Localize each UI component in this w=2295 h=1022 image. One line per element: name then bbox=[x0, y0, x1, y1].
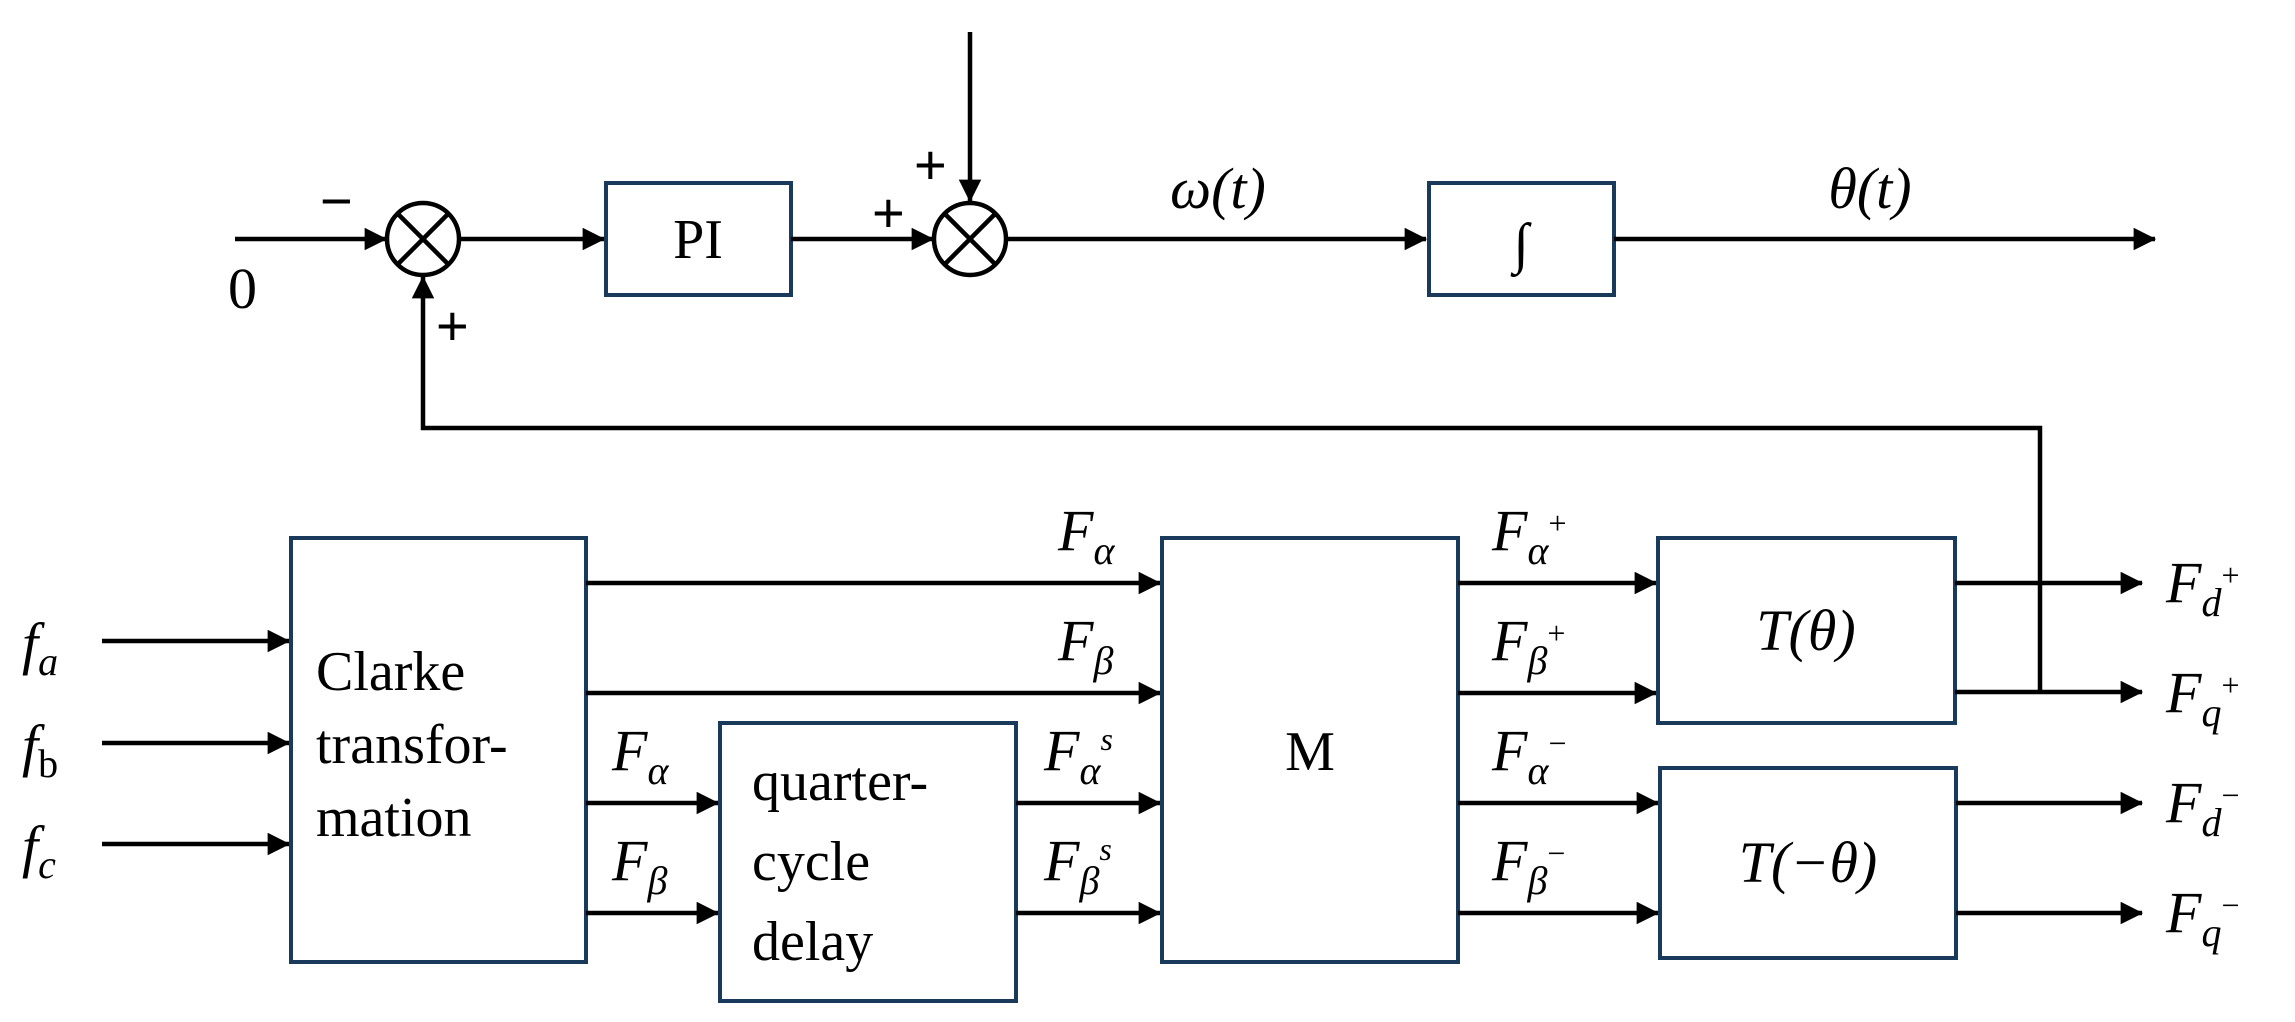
clarke-block bbox=[289, 536, 588, 964]
sign-sum1-bottom: + bbox=[436, 294, 469, 357]
m-matrix: M bbox=[1160, 536, 1460, 964]
sign-sum2-top: + bbox=[914, 133, 947, 196]
label-input-fa: fa bbox=[22, 611, 58, 684]
label-fbeta-delay: Fβ bbox=[611, 828, 667, 903]
summing-junction-2 bbox=[931, 200, 1009, 278]
label-falpha-top: Fα bbox=[1057, 498, 1115, 573]
label-fq-neg: Fq− bbox=[2165, 880, 2239, 955]
t-theta-label: T(θ) bbox=[1756, 598, 1855, 663]
delay-label-line3: delay bbox=[752, 911, 873, 973]
label-theta: θ(t) bbox=[1828, 156, 1911, 221]
delay-label-line1: quarter- bbox=[752, 751, 928, 813]
label-fq-pos: Fq+ bbox=[2165, 660, 2239, 735]
label-falpha-s: Fαs bbox=[1043, 718, 1113, 793]
label-fbeta-neg: Fβ− bbox=[1491, 828, 1565, 903]
label-falpha-pos: Fα+ bbox=[1491, 498, 1566, 573]
label-fbeta-top: Fβ bbox=[1057, 608, 1113, 683]
t-theta-block bbox=[1656, 536, 1957, 725]
label-zero: 0 bbox=[228, 256, 257, 321]
quarter-cycle-delay: quarter- cycle delay bbox=[718, 721, 1018, 1003]
label-omega: ω(t) bbox=[1170, 156, 1266, 221]
label-falpha-neg: Fα− bbox=[1491, 718, 1566, 793]
delay-block bbox=[718, 721, 1018, 1003]
inputs: fa fb fc bbox=[22, 611, 291, 887]
integrator-block bbox=[1427, 181, 1616, 297]
park-transform-negative: T(−θ) bbox=[1658, 766, 1958, 960]
clarke-transformation: Clarke transfor- mation bbox=[289, 536, 588, 964]
label-fd-pos: Fd+ bbox=[2165, 550, 2239, 625]
label-fbeta-s: Fβs bbox=[1043, 828, 1112, 903]
label-fbeta-pos: Fβ+ bbox=[1491, 608, 1565, 683]
m-block bbox=[1160, 536, 1460, 964]
park-transform-positive: T(θ) bbox=[1656, 536, 1957, 725]
label-falpha-delay: Fα bbox=[611, 718, 669, 793]
clarke-label-line3: mation bbox=[316, 787, 472, 849]
clarke-label-line1: Clarke bbox=[316, 641, 465, 703]
label-input-fc: fc bbox=[22, 814, 56, 887]
wire-feedback-fq-pos bbox=[411, 275, 2043, 692]
clarke-label-line2: transfor- bbox=[316, 714, 508, 776]
t-neg-theta-label: T(−θ) bbox=[1739, 830, 1878, 895]
pi-label: PI bbox=[673, 209, 723, 271]
pll-loop: 0 − + PI + + ω(t) ∫ θ(t) bbox=[228, 32, 2157, 692]
pi-block bbox=[604, 181, 793, 297]
summing-junction-1 bbox=[384, 200, 462, 278]
label-input-fb: fb bbox=[22, 713, 58, 786]
sign-sum1-left: − bbox=[320, 169, 353, 232]
t-neg-theta-block bbox=[1658, 766, 1958, 960]
sign-sum2-left: + bbox=[872, 181, 905, 244]
label-fd-neg: Fd− bbox=[2165, 770, 2239, 845]
delay-label-line2: cycle bbox=[752, 831, 870, 893]
m-label: M bbox=[1285, 721, 1335, 783]
integrator-label: ∫ bbox=[1510, 213, 1532, 278]
